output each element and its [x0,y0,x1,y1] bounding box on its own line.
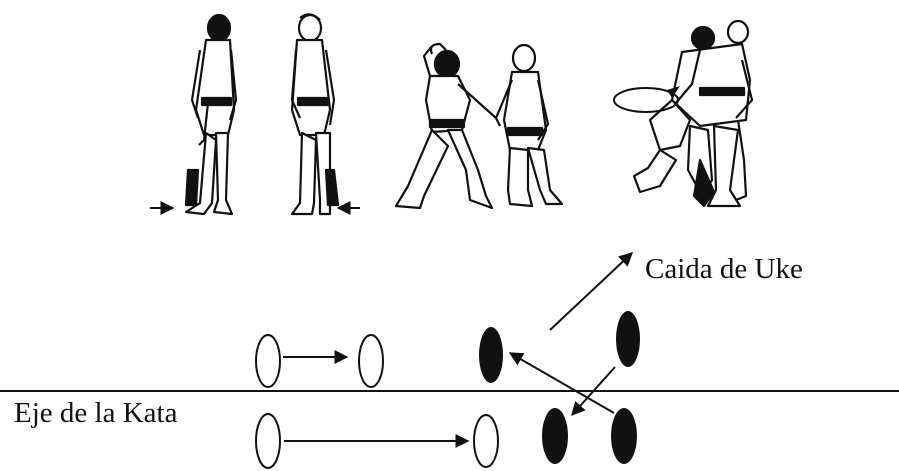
footprint-filled-upper-2 [616,311,640,367]
figure-2-standing-right-facing [290,13,340,216]
footprint-open-upper-2 [358,334,384,388]
kata-axis-label: Eje de la Kata [14,397,178,429]
arrow-to-uke-fall [549,252,634,331]
figure-1-standing-left-facing [184,13,238,216]
footprint-open-upper-1 [255,334,281,388]
arrow-foot-to-lower [571,366,616,417]
figure-4-throw-rotation [613,19,754,208]
footprint-filled-lower-2 [611,408,637,464]
figure-3-grip-step [394,42,564,210]
arrow-foot-to-upper [508,352,615,414]
footprint-open-lower-2 [473,414,499,468]
footprint-open-lower-1 [255,413,281,469]
footprint-filled-lower-1 [542,408,568,464]
footprint-filled-upper-1 [479,327,503,383]
uke-fall-label: Caida de Uke [645,253,803,285]
